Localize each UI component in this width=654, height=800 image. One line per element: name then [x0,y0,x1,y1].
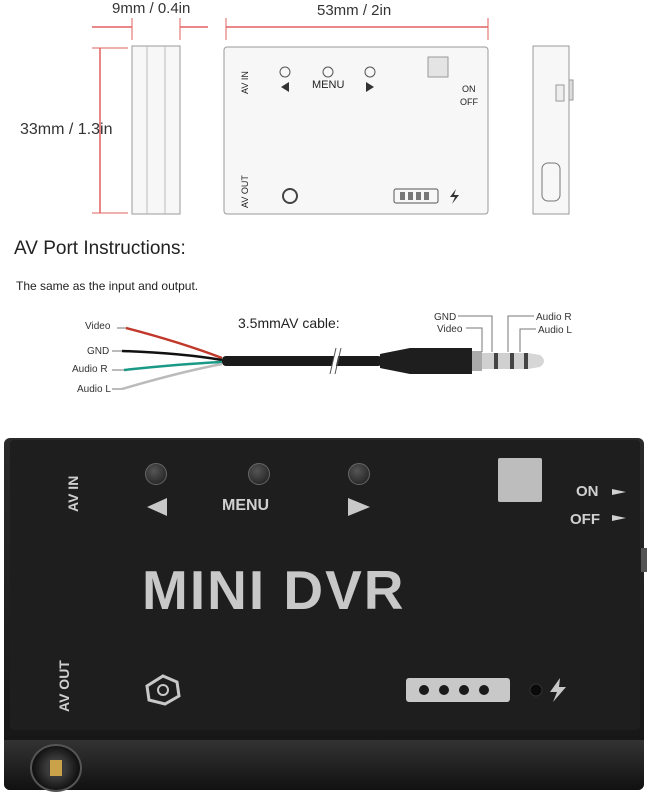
device-right-arrow-icon [348,498,370,516]
device-right-button[interactable] [348,463,370,485]
device-arrow-icons [147,498,370,516]
wire-label-audio-l: Audio L [77,384,111,395]
av-port-title: AV Port Instructions: [14,238,186,259]
drawing-av-out-label: AV OUT [240,175,250,208]
device-left-button[interactable] [145,463,167,485]
av-port-subtitle: The same as the input and output. [16,279,199,293]
video-wire [125,326,223,360]
cable-svg [112,315,544,391]
dimension-lines [92,18,574,215]
right-arrow-icon [366,82,374,92]
device-av-in-label: AV IN [65,475,81,512]
drawing-on-label: ON [462,84,476,94]
wire-label-gnd: GND [87,346,110,357]
device-left-arrow-icon [147,498,167,516]
audio-r-wire [123,360,223,372]
plug-label-audio-l: Audio L [538,325,572,336]
battery-indicator [406,678,566,702]
drawing-av-in-label: AV IN [240,71,250,94]
plug-label-gnd: GND [434,312,457,323]
drawing-menu-label: MENU [312,79,345,91]
device-brand-logo: MINI DVR [142,559,406,621]
audio-l-wire [121,362,223,391]
device-menu-label: MENU [222,497,270,514]
drawing-off-label: OFF [460,97,478,107]
plug-label-video: Video [437,324,463,335]
wire-label-video: Video [85,321,111,332]
gnd-wire [121,349,223,362]
wire-label-audio-r: Audio R [72,364,108,375]
av-out-port-icon [145,674,181,706]
width-dimension-label: 53mm / 2in [317,2,392,19]
device-side-edge [4,740,644,790]
height-dimension-label: 33mm / 1.3in [20,121,113,138]
power-switch[interactable] [641,548,647,572]
device-av-out-label: AV OUT [56,660,72,712]
charge-lightning-icon [550,678,566,702]
left-arrow-icon [281,82,289,92]
cable-label: 3.5mmAV cable: [238,315,340,331]
depth-dimension-label: 9mm / 0.4in [112,0,191,17]
sd-card-slot[interactable] [498,458,542,502]
device-on-label: ON [576,483,599,500]
switch-arrow-icons [612,489,626,521]
device-menu-button[interactable] [248,463,270,485]
device-off-label: OFF [570,511,600,528]
plug-label-audio-r: Audio R [536,312,572,323]
av-out-jack[interactable] [30,744,82,792]
